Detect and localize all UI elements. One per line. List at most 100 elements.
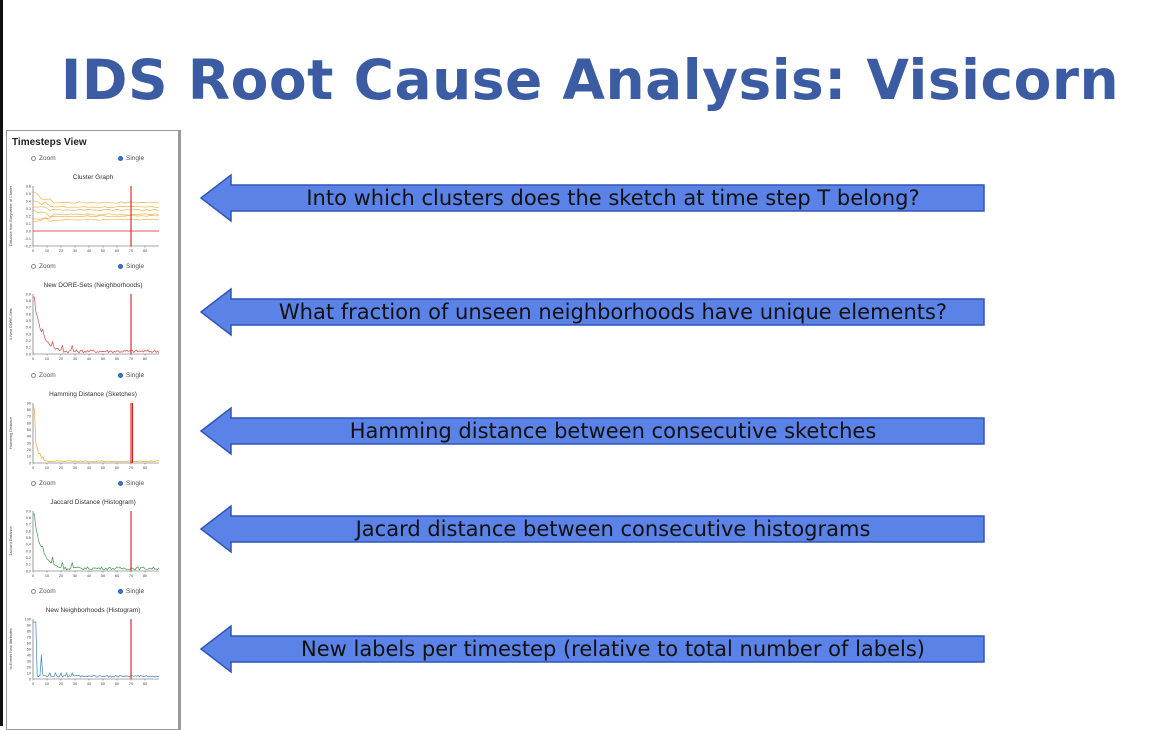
x-tick-label: 20 bbox=[59, 357, 63, 361]
x-tick-label: 0 bbox=[32, 466, 34, 470]
y-tick-label: 0.3 bbox=[26, 207, 31, 211]
left-arrow-icon bbox=[200, 173, 985, 223]
y-tick-label: 70 bbox=[27, 635, 31, 639]
x-tick-label: 0 bbox=[32, 682, 34, 686]
single-radio[interactable] bbox=[118, 372, 123, 378]
zoom-label: Zoom bbox=[39, 480, 56, 487]
y-tick-label: 0.3 bbox=[26, 332, 31, 336]
y-tick-label: 70 bbox=[27, 415, 31, 419]
zoom-option[interactable]: Zoom bbox=[31, 588, 56, 595]
single-option[interactable]: Single bbox=[118, 263, 144, 270]
cluster-graph-chart[interactable]: Distance from Barycenter of Cluster 0.6 0.… bbox=[7, 183, 179, 258]
series-line bbox=[33, 296, 160, 354]
y-tick-label: 0.3 bbox=[26, 549, 31, 553]
x-tick-label: 10 bbox=[45, 466, 49, 470]
x-tick-label: 0 bbox=[32, 357, 34, 361]
zoom-label: Zoom bbox=[39, 588, 56, 595]
callout-arrow: Hamming distance between consecutive ske… bbox=[200, 406, 986, 456]
y-axis-label: # New DORE-Sets bbox=[9, 308, 13, 340]
x-tick-label: 30 bbox=[73, 682, 77, 686]
zoom-option[interactable]: Zoom bbox=[31, 155, 56, 162]
dore-sets-chart[interactable]: # New DORE-Sets0.90.80.70.60.50.40.30.20… bbox=[7, 291, 179, 366]
y-tick-label: 0 bbox=[29, 461, 31, 465]
callout-text: New labels per timestep (relative to tot… bbox=[301, 637, 925, 661]
x-tick-label: 70 bbox=[129, 357, 133, 361]
x-tick-label: 80 bbox=[143, 466, 147, 470]
x-tick-label: 40 bbox=[87, 249, 91, 253]
callout-arrow: Jacard distance between consecutive hist… bbox=[200, 504, 986, 554]
single-option[interactable]: Single bbox=[118, 155, 144, 162]
y-axis-label: % Events New Attributes bbox=[9, 628, 13, 670]
left-arrow-icon bbox=[200, 504, 985, 554]
single-label: Single bbox=[126, 155, 145, 162]
x-tick-label: 40 bbox=[87, 357, 91, 361]
zoom-radio[interactable] bbox=[31, 372, 36, 378]
zoom-radio[interactable] bbox=[31, 480, 36, 486]
x-tick-label: 50 bbox=[101, 249, 105, 253]
left-arrow-icon bbox=[200, 406, 985, 456]
x-tick-label: 70 bbox=[129, 249, 133, 253]
callout-text: Jacard distance between consecutive hist… bbox=[355, 517, 871, 541]
single-radio[interactable] bbox=[118, 263, 123, 269]
y-tick-label: 30 bbox=[27, 441, 31, 445]
y-tick-label: 90 bbox=[27, 401, 31, 405]
new-neighborhoods-chart[interactable]: % Events New Attributes10090807060504030… bbox=[7, 616, 179, 691]
zoom-option[interactable]: Zoom bbox=[31, 480, 56, 487]
cluster-line bbox=[32, 209, 160, 218]
y-tick-label: 30 bbox=[27, 659, 31, 663]
jaccard-distance-chart[interactable]: Jaccard Distance0.90.80.70.60.50.40.30.2… bbox=[7, 508, 179, 583]
callout-arrow: New labels per timestep (relative to tot… bbox=[200, 624, 986, 674]
x-tick-label: 30 bbox=[73, 466, 77, 470]
x-tick-label: 60 bbox=[115, 249, 119, 253]
zoom-option[interactable]: Zoom bbox=[31, 372, 56, 379]
y-tick-label: 0.5 bbox=[26, 192, 31, 196]
window-edge bbox=[0, 0, 3, 726]
x-tick-label: 20 bbox=[59, 682, 63, 686]
chart-title: New DORE-Sets (Neighborhoods) bbox=[43, 282, 143, 289]
y-tick-label: 20 bbox=[27, 665, 31, 669]
x-tick-label: 30 bbox=[73, 574, 77, 578]
single-option[interactable]: Single bbox=[118, 480, 144, 487]
y-tick-label: 0.5 bbox=[26, 536, 31, 540]
zoom-radio[interactable] bbox=[31, 588, 36, 594]
y-tick-label: 60 bbox=[27, 641, 31, 645]
left-arrow-icon bbox=[200, 287, 985, 337]
single-radio[interactable] bbox=[118, 480, 123, 486]
zoom-option[interactable]: Zoom bbox=[31, 263, 56, 270]
single-option[interactable]: Single bbox=[118, 588, 144, 595]
x-tick-label: 50 bbox=[101, 357, 105, 361]
x-tick-label: 20 bbox=[59, 249, 63, 253]
zoom-radio[interactable] bbox=[31, 263, 36, 269]
y-tick-label: 40 bbox=[27, 435, 31, 439]
x-tick-label: 0 bbox=[32, 249, 34, 253]
zoom-label: Zoom bbox=[39, 155, 56, 162]
x-tick-label: 40 bbox=[87, 466, 91, 470]
x-tick-label: 40 bbox=[87, 682, 91, 686]
y-tick-label: 0.0 bbox=[26, 229, 31, 233]
y-tick-label: 0.8 bbox=[26, 516, 31, 520]
series-line bbox=[33, 513, 160, 571]
y-tick-label: 80 bbox=[27, 629, 31, 633]
y-tick-label: 0.4 bbox=[26, 543, 31, 547]
y-tick-label: 0.6 bbox=[26, 184, 31, 188]
x-tick-label: 60 bbox=[115, 682, 119, 686]
zoom-radio[interactable] bbox=[31, 155, 36, 161]
slide-title: IDS Root Cause Analysis: Visicorn bbox=[60, 48, 1120, 112]
x-tick-label: 10 bbox=[45, 249, 49, 253]
y-tick-label: 0.9 bbox=[26, 509, 31, 513]
chart-title: New Neighborhoods (Histogram) bbox=[45, 607, 141, 614]
y-tick-label: 0.1 bbox=[26, 222, 31, 226]
y-tick-label: 90 bbox=[27, 623, 31, 627]
x-tick-label: 60 bbox=[115, 357, 119, 361]
y-axis-label: Distance from Barycenter of Cluster bbox=[9, 185, 13, 246]
single-radio[interactable] bbox=[118, 588, 123, 594]
y-axis-label: Jaccard Distance bbox=[9, 526, 13, 555]
single-option[interactable]: Single bbox=[118, 372, 144, 379]
zoom-label: Zoom bbox=[39, 263, 56, 270]
callout-text: Hamming distance between consecutive ske… bbox=[349, 419, 877, 443]
y-tick-label: 0.6 bbox=[26, 529, 31, 533]
single-radio[interactable] bbox=[118, 155, 123, 161]
y-tick-label: 0.9 bbox=[26, 292, 31, 296]
y-tick-label: 0.2 bbox=[26, 339, 31, 343]
